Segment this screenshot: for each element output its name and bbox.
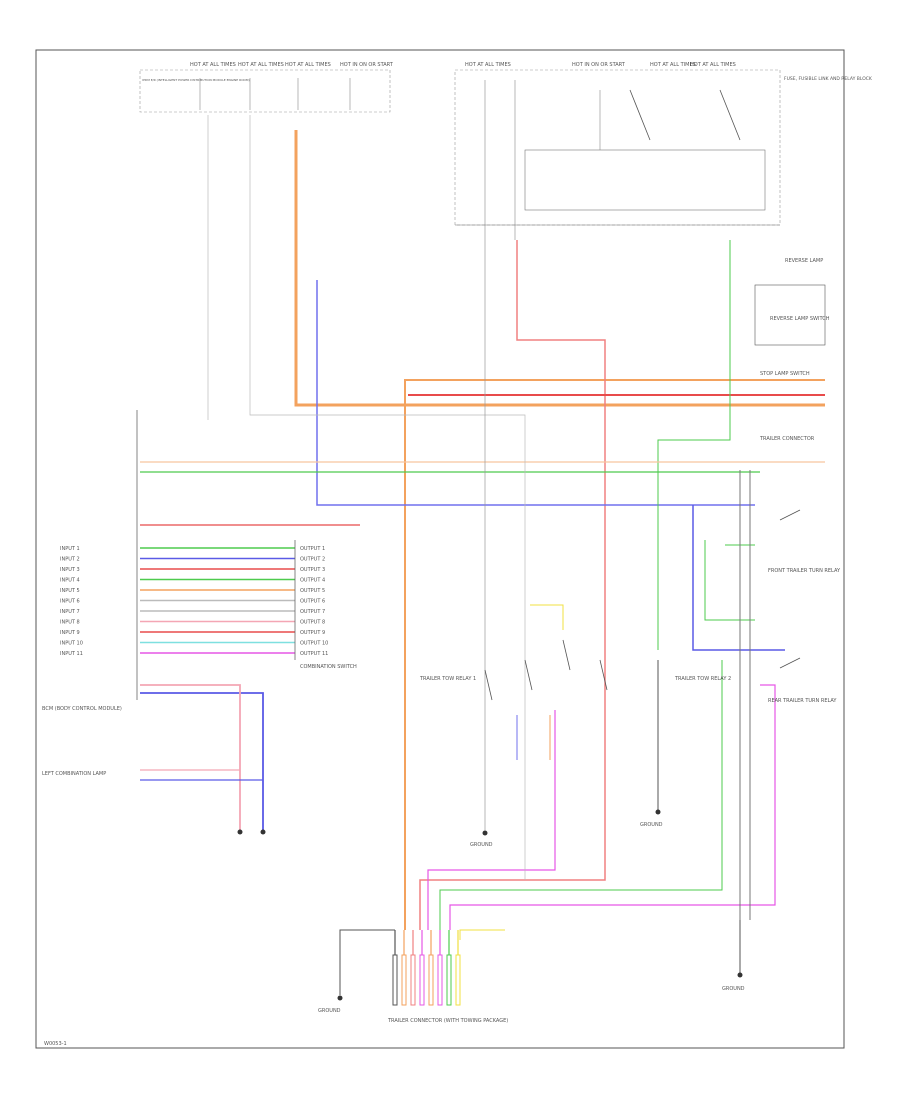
wire-gray-ground-left (339, 929, 395, 995)
fuse-label-6: HOT IN ON OR START (572, 62, 626, 68)
combination-output-label: OUTPUT 6 (300, 599, 325, 605)
wire-gray-2 (249, 115, 526, 880)
relay-label-2: TRAILER TOW RELAY 2 (674, 676, 731, 682)
combination-switch-block: COMBINATION SWITCH OUTPUT 1 OUTPUT 2 OUTPU… (294, 540, 357, 670)
wire-yellow-2 (459, 929, 505, 940)
connector-pin (410, 954, 416, 1006)
left-fuse-module: HOT AT ALL TIMES HOT AT ALL TIMES HOT AT… (139, 62, 394, 113)
combination-output-label: OUTPUT 1 (300, 546, 325, 552)
wire-green-bottom (439, 660, 723, 930)
wire-yellow-1 (530, 604, 564, 630)
wire-orange-2 (404, 379, 825, 930)
wire-red-1 (419, 240, 606, 930)
combination-output-label: OUTPUT 10 (300, 641, 328, 647)
wire-blue-bcm (140, 692, 264, 830)
connector-pin (455, 954, 461, 1006)
bcm-input-label: INPUT 1 (60, 546, 80, 552)
trailer-connector: TRAILER CONNECTOR (WITH TOWING PACKAGE) (387, 930, 508, 1024)
fuse-label-3: HOT AT ALL TIMES (285, 62, 331, 68)
right-notes: REVERSE LAMP REVERSE LAMP SWITCH STOP LA… (754, 258, 841, 704)
wire-blue-2 (692, 505, 785, 651)
combination-output-label: OUTPUT 4 (300, 578, 325, 584)
wire-orange-main (294, 130, 825, 407)
fuse-label-2: HOT AT ALL TIMES (238, 62, 284, 68)
connector-pin (392, 954, 398, 1006)
bcm-input-label: INPUT 9 (60, 630, 80, 636)
bcm-input-label: INPUT 11 (60, 651, 83, 657)
bcm-input-label: INPUT 4 (60, 578, 80, 584)
wire-blue-main (316, 280, 755, 506)
right-note-6: REAR TRAILER TURN RELAY (768, 698, 837, 704)
bcm-input-label: INPUT 6 (60, 599, 80, 605)
left-combination-label: LEFT COMBINATION LAMP (42, 771, 106, 777)
combination-output-label: OUTPUT 7 (300, 609, 325, 615)
bcm-block: BCM (BODY CONTROL MODULE) INPUT 1 INPUT 2… (42, 410, 295, 712)
right-note-4: TRAILER CONNECTOR (759, 436, 815, 442)
wire-green-2 (657, 240, 731, 650)
trailer-connector-caption: TRAILER CONNECTOR (WITH TOWING PACKAGE) (387, 1018, 508, 1024)
left-module-title: IPDM E/R (INTELLIGENT POWER DISTRIBUTION… (142, 78, 249, 82)
bcm-input-label: INPUT 10 (60, 641, 83, 647)
ground-symbols: GROUND GROUND GROUND GROUND (237, 809, 745, 1014)
connector-pin (428, 954, 434, 1006)
fuse-label-8: HOT AT ALL TIMES (690, 62, 736, 68)
wire-magenta-main (449, 684, 776, 930)
combination-output-label: OUTPUT 11 (300, 651, 328, 657)
bcm-input-label: INPUT 3 (60, 567, 80, 573)
page-ref: W0053-1 (44, 1041, 67, 1047)
combination-output-label: OUTPUT 5 (300, 588, 325, 594)
fuse-label-5: HOT AT ALL TIMES (465, 62, 511, 68)
connector-pin (437, 954, 443, 1006)
relay-label-1: TRAILER TOW RELAY 1 (419, 676, 476, 682)
bcm-input-label: INPUT 7 (60, 609, 80, 615)
wire-green-3 (704, 540, 755, 621)
fuse-label-1: HOT AT ALL TIMES (190, 62, 236, 68)
wire-pink-bcm (140, 684, 241, 830)
combination-output-label: OUTPUT 2 (300, 557, 325, 563)
ground-label-2: GROUND (722, 986, 745, 992)
bcm-input-label: INPUT 8 (60, 620, 80, 626)
connector-pin (446, 954, 452, 1006)
combination-switch-label: COMBINATION SWITCH (300, 664, 357, 670)
fuse-label-4: HOT IN ON OR START (340, 62, 394, 68)
right-note-5: FRONT TRAILER TURN RELAY (768, 568, 841, 574)
right-note-1: REVERSE LAMP (785, 258, 823, 264)
connector-pin (401, 954, 407, 1006)
bcm-input-label: INPUT 5 (60, 588, 80, 594)
diagram-frame (35, 49, 845, 1049)
combination-output-label: OUTPUT 3 (300, 567, 325, 573)
ground-label-3: GROUND (470, 842, 493, 848)
right-module-title: FUSE, FUSIBLE LINK AND RELAY BLOCK (784, 76, 873, 82)
ground-label-1: GROUND (318, 1008, 341, 1014)
bcm-input-label: INPUT 2 (60, 557, 80, 563)
combination-output-label: OUTPUT 8 (300, 620, 325, 626)
right-relay-module: HOT AT ALL TIMES HOT IN ON OR START HOT … (454, 62, 873, 240)
connector-pin (419, 954, 425, 1006)
fuse-label-7: HOT AT ALL TIMES (650, 62, 696, 68)
ground-label-4: GROUND (640, 822, 663, 828)
right-note-2: REVERSE LAMP SWITCH (770, 316, 830, 322)
wire-magenta-2 (427, 710, 556, 930)
right-note-3: STOP LAMP SWITCH (760, 371, 810, 377)
combination-output-label: OUTPUT 9 (300, 630, 325, 636)
relay-symbols: TRAILER TOW RELAY 1 TRAILER TOW RELAY 2 (419, 509, 801, 701)
bcm-label: BCM (BODY CONTROL MODULE) (42, 706, 122, 712)
